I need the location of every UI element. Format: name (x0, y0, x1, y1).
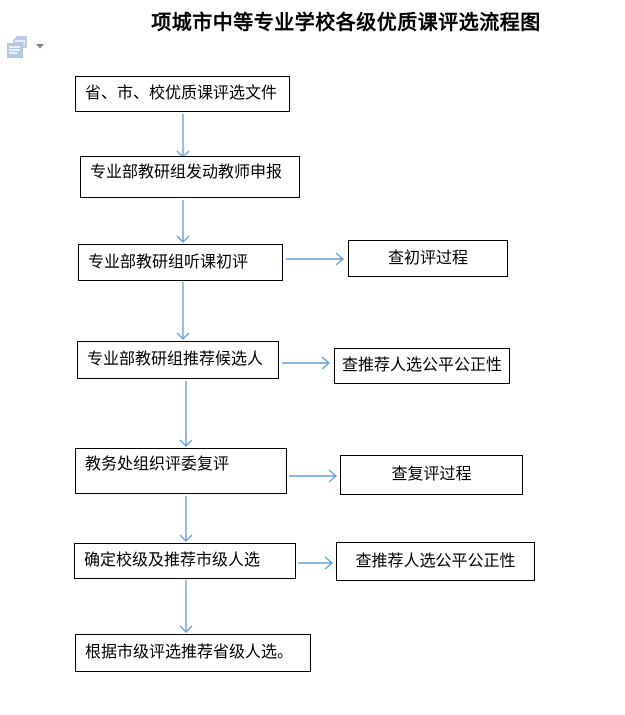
down-arrow-2 (176, 200, 190, 243)
check-node-label: 查推荐人选公平公正性 (341, 357, 502, 374)
flow-node-label: 专业部教研组听课初评 (88, 253, 249, 271)
down-arrow-1 (176, 114, 190, 158)
right-arrow-1 (286, 252, 345, 266)
down-arrow-3 (176, 282, 190, 340)
check-node-fairness-1: 查推荐人选公平公正性 (334, 348, 510, 384)
page-title: 项城市中等专业学校各级优质课评选流程图 (151, 12, 541, 34)
flow-node-second-review: 教务处组织评委复评 (75, 448, 287, 494)
flow-node-label: 确定校级及推荐市级人选 (84, 552, 261, 569)
flow-node-label: 教务处组织评委复评 (85, 456, 230, 473)
check-node-label: 查初评过程 (387, 249, 468, 267)
flow-node-label: 根据市级评选推荐省级人选。 (85, 644, 294, 661)
paste-clipboard-icon (7, 36, 27, 58)
right-arrow-4 (298, 556, 334, 570)
check-node-second-review: 查复评过程 (340, 455, 523, 495)
check-node-label: 查复评过程 (391, 466, 472, 483)
check-node-label: 查推荐人选公平公正性 (355, 552, 516, 570)
flow-node-documents: 省、市、校优质课评选文件 (75, 76, 290, 112)
flow-node-label: 专业部教研组推荐候选人 (87, 351, 264, 368)
flow-node-recommend-candidates: 专业部教研组推荐候选人 (77, 341, 279, 379)
flow-node-label: 省、市、校优质课评选文件 (85, 85, 278, 102)
down-arrow-5 (179, 496, 193, 542)
flow-node-province-level: 根据市级评选推荐省级人选。 (75, 634, 311, 672)
down-arrow-6 (179, 580, 193, 633)
paste-options-button[interactable] (5, 35, 47, 63)
flow-node-confirm-city-level: 确定校级及推荐市级人选 (74, 543, 296, 579)
chevron-down-icon[interactable] (35, 44, 45, 50)
flow-node-label: 专业部教研组发动教师申报 (90, 164, 283, 181)
flow-node-teacher-application: 专业部教研组发动教师申报 (80, 156, 300, 198)
flow-node-initial-review: 专业部教研组听课初评 (78, 244, 283, 281)
check-node-fairness-2: 查推荐人选公平公正性 (336, 542, 535, 581)
right-arrow-3 (289, 469, 338, 483)
down-arrow-4 (179, 381, 193, 447)
check-node-initial-review: 查初评过程 (348, 240, 508, 277)
right-arrow-2 (282, 356, 331, 370)
